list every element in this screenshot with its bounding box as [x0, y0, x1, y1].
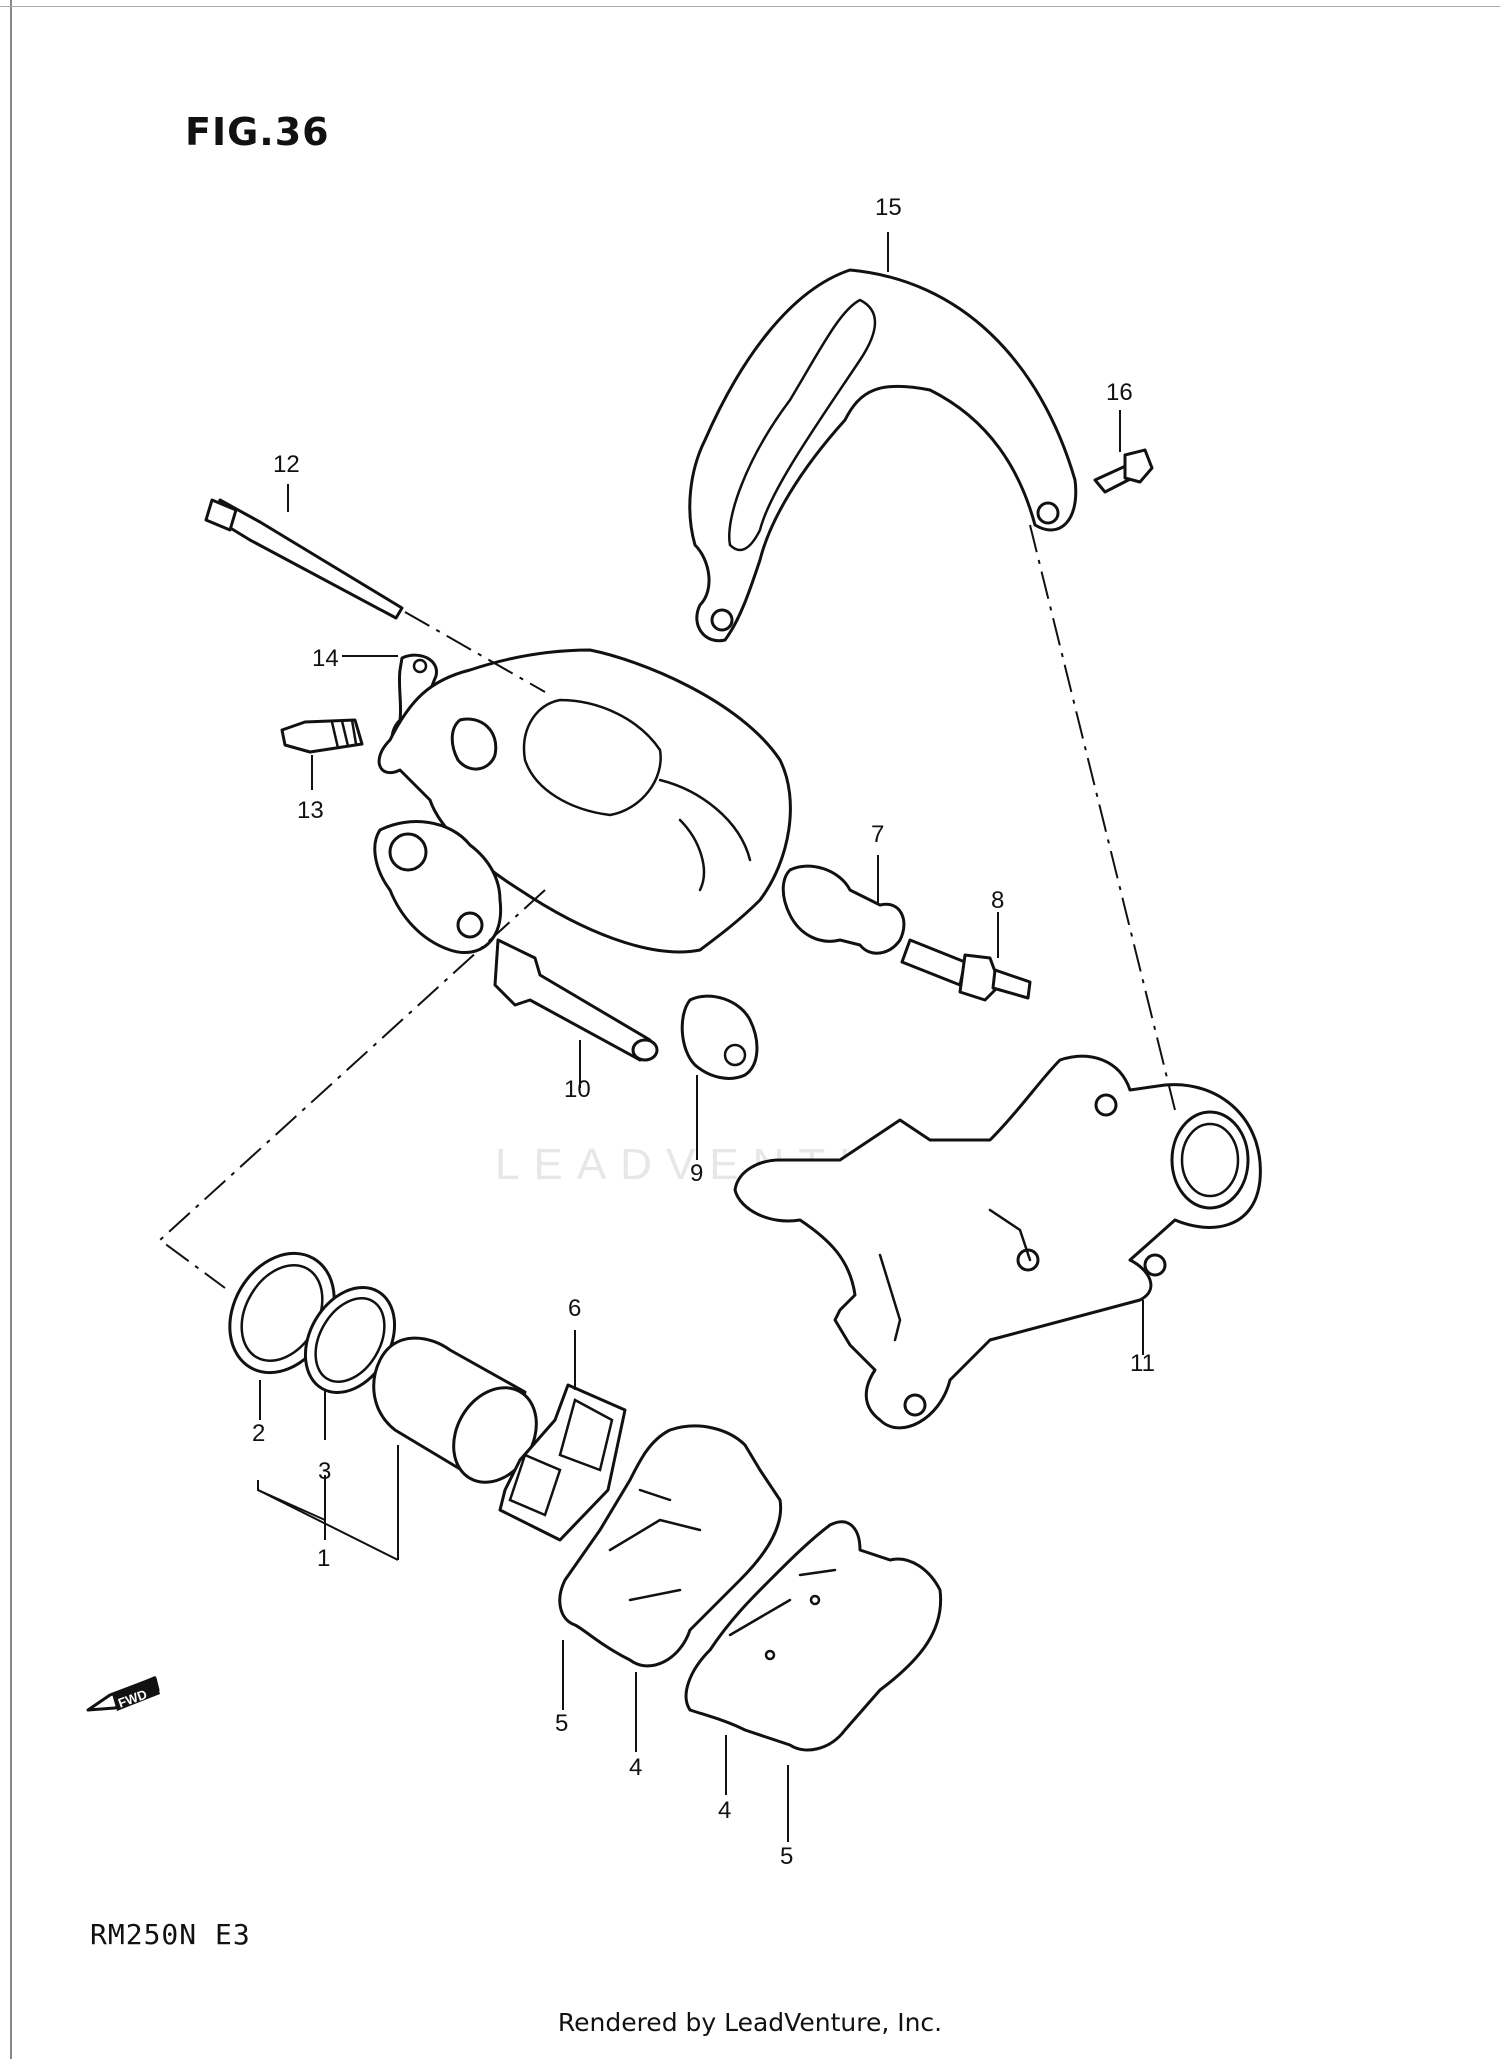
footer-credit: Rendered by LeadVenture, Inc. [557, 2008, 943, 2037]
leader-lines [257, 232, 1144, 1842]
callout-16: 16 [1106, 379, 1133, 406]
model-code: RM250N E3 [90, 1918, 251, 1951]
fwd-arrow-icon: FWD [86, 1676, 160, 1712]
callout-2: 2 [252, 1420, 265, 1447]
part-7-pin-boot[interactable] [781, 864, 906, 955]
part-12-caliper-pin[interactable] [204, 498, 404, 620]
callout-3: 3 [318, 1458, 331, 1485]
centerlines [158, 524, 1176, 1289]
part-13-bleeder-screw[interactable] [280, 718, 364, 754]
callout-13: 13 [297, 797, 324, 824]
part-16-bolt[interactable] [1093, 448, 1154, 494]
callout-9: 9 [690, 1160, 703, 1187]
callout-10: 10 [564, 1076, 591, 1103]
callout-12: 12 [273, 451, 300, 478]
figure-title: FIG.36 [185, 110, 330, 154]
part-6-pad-spring[interactable] [498, 1383, 627, 1542]
scan-border-left [10, 0, 12, 2059]
part-3-dust-seal[interactable] [287, 1272, 412, 1409]
callout-5b: 5 [780, 1843, 793, 1870]
callout-6: 6 [568, 1295, 581, 1322]
part-4-brake-pad-outer[interactable] [684, 1520, 943, 1752]
caliper-body[interactable] [373, 648, 792, 955]
callout-1: 1 [317, 1545, 330, 1572]
callout-4b: 4 [718, 1797, 731, 1824]
callout-14: 14 [312, 645, 339, 672]
callout-8: 8 [991, 887, 1004, 914]
part-9-boot[interactable] [680, 994, 759, 1080]
callout-7: 7 [871, 821, 884, 848]
part-10-sleeve[interactable] [493, 938, 659, 1062]
callout-5a: 5 [555, 1710, 568, 1737]
callout-4a: 4 [629, 1754, 642, 1781]
callout-15: 15 [875, 194, 902, 221]
part-15-caliper-guard[interactable] [688, 268, 1078, 643]
part-8-sleeve-bolt[interactable] [900, 938, 1032, 1002]
callout-labels: 15 16 12 14 13 7 8 10 9 11 6 2 3 1 5 4 4… [252, 194, 1155, 1870]
callout-11: 11 [1130, 1350, 1155, 1377]
part-11-caliper-bracket[interactable] [733, 1054, 1262, 1430]
scan-border-top [0, 6, 1500, 7]
part-4-brake-pad-inner[interactable] [558, 1424, 783, 1668]
